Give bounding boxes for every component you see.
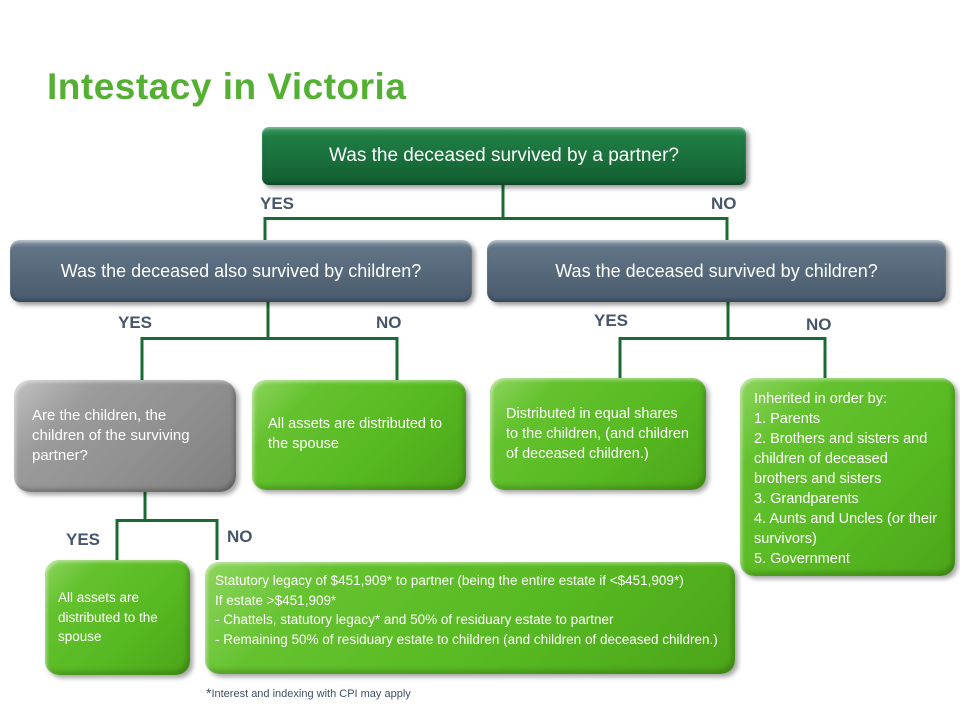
branch-no-label-also-children: NO [376,313,402,332]
decision-also-survived-by-children-label: Was the deceased also survived by childr… [60,260,422,281]
result-all-assets-to-spouse-label-2: All assets are distributed to the spouse [58,590,158,645]
branch-no-label-children-of-partner: NO [227,527,253,546]
result-all-assets-to-spouse-label: All assets are distributed to the spouse [268,416,443,452]
inheritance-order-item: 1. Parents [754,411,821,427]
inheritance-order-item: 4. Aunts and Uncles (or their survivors) [754,511,937,547]
inheritance-order-item: 2. Brothers and sisters and children of … [754,431,928,487]
connector-root-to-level2 [263,185,729,240]
connector-gray-question-to-level4 [115,492,219,560]
branch-yes-label-children-of-partner: YES [66,530,101,549]
branch-no-label-partner: NO [711,194,737,213]
decision-also-survived-by-children-box: Was the deceased also survived by childr… [10,240,472,302]
page-title: Intestacy in Victoria [47,66,407,107]
branch-yes-label-also-children: YES [118,313,153,332]
decision-children-of-partner-box: Are the children, the children of the su… [14,380,236,492]
statutory-legacy-line: - Remaining 50% of residuary estate to c… [215,631,718,647]
decision-survived-by-partner-box: Was the deceased survived by a partner? [262,127,746,185]
statutory-legacy-line: Statutory legacy of $451,909* to partner… [215,573,684,588]
statutory-legacy-line: If estate >$451,909* [215,592,337,608]
decision-children-of-partner-label: Are the children, the children of the su… [32,406,190,465]
inheritance-order-item: 3. Grandparents [754,491,859,507]
inheritance-order-item: 5. Government [754,551,850,567]
connector-left-question-to-level3 [140,302,399,380]
decision-survived-by-partner-label: Was the deceased survived by a partner? [329,145,679,166]
result-equal-shares-label: Distributed in equal shares to the child… [506,406,689,462]
decision-survived-by-children-box: Was the deceased survived by children? [487,240,946,302]
footnote-text: Interest and indexing with CPI may apply [211,688,411,700]
footnote: *Interest and indexing with CPI may appl… [206,684,411,701]
result-inheritance-order-box: Inherited in order by: 1. Parents 2. Bro… [740,378,955,576]
branch-no-label-children: NO [806,315,832,334]
inheritance-order-intro: Inherited in order by: [754,391,887,407]
result-all-assets-to-spouse-box-2: All assets are distributed to the spouse [45,560,190,675]
result-equal-shares-box: Distributed in equal shares to the child… [490,378,706,490]
statutory-legacy-line: - Chattels, statutory legacy* and 50% of… [215,612,614,627]
decision-survived-by-children-label: Was the deceased survived by children? [555,260,878,281]
result-all-assets-to-spouse-box: All assets are distributed to the spouse [252,380,466,490]
branch-yes-label-partner: YES [260,194,295,213]
result-statutory-legacy-box: Statutory legacy of $451,909* to partner… [205,562,735,674]
connector-right-question-to-level3 [618,302,827,380]
branch-yes-label-children: YES [594,311,629,330]
footnote-asterisk: * [206,685,212,701]
